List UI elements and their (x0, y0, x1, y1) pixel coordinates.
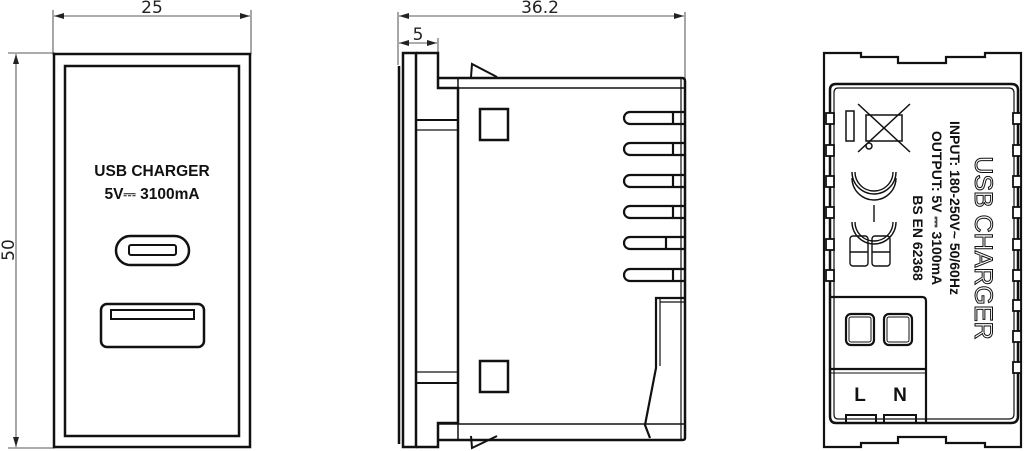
terminal-label-n: N (893, 385, 907, 406)
front-label-rating: 5V⎓ 3100mA (104, 186, 199, 203)
rear-input-spec: INPUT: 180-250V~ 50/60Hz (947, 121, 963, 295)
terminal-screw-n (882, 312, 914, 347)
rear-body (828, 82, 1020, 425)
terminal-block-side (643, 296, 685, 439)
dimension-width-label: 25 (141, 0, 163, 18)
front-label-title: USB CHARGER (94, 163, 209, 180)
usb-c-port-icon (114, 234, 191, 267)
dimension-height-label: 50 (0, 239, 19, 261)
body-outline (438, 76, 687, 442)
rear-title: USB CHARGER (969, 156, 997, 339)
faceplate-side (401, 51, 418, 449)
dimension-height (8, 52, 55, 449)
ukca-mark-icon (849, 235, 891, 267)
front-view: 25 50 USB CHARGER 5V⎓ 3100mA (0, 0, 252, 449)
dimension-faceplate-label: 5 (413, 25, 424, 45)
faceplate-flange (416, 51, 460, 449)
usb-a-port-icon (99, 302, 206, 349)
latch-window-bottom (478, 359, 510, 394)
side-view: 36.2 5 (397, 0, 687, 450)
dimension-depth (397, 12, 686, 78)
rear-view: USB CHARGER INPUT: 180-250V~ 50/60Hz OUT… (822, 51, 1023, 449)
rear-output-spec: OUTPUT: 5V ⎓ 3100mA (929, 131, 945, 285)
faceplate-outer (52, 52, 252, 449)
dimension-width (52, 10, 252, 55)
cooling-fins (622, 110, 685, 283)
terminal-screw-l (844, 312, 876, 347)
weee-bin-icon (845, 103, 911, 153)
clip-top (470, 62, 498, 78)
ce-mark-icon (851, 171, 897, 245)
latch-window-top (478, 107, 510, 142)
terminal-label-l: L (854, 385, 866, 406)
dimension-depth-label: 36.2 (521, 0, 559, 18)
rear-standard: BS EN 62368 (910, 195, 926, 281)
rear-frame (822, 51, 1023, 449)
clip-bottom (470, 435, 498, 450)
edge-notches (825, 112, 1022, 374)
terminal-block (830, 295, 928, 424)
faceplate-inner (63, 64, 241, 438)
